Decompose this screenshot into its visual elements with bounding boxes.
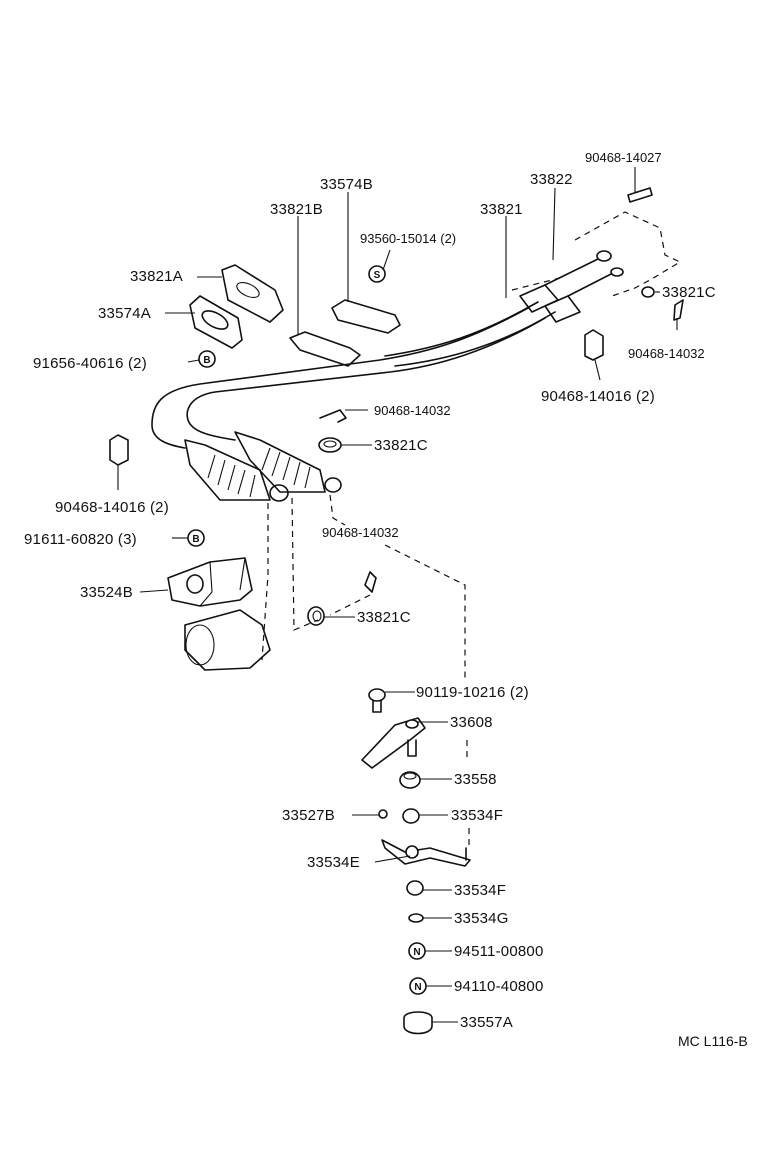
b-symbol-icon-2: B [192, 534, 199, 545]
label-33524b: 33524B [80, 584, 133, 601]
label-93560-15014: 93560-15014 (2) [360, 231, 456, 246]
pin-90468-14032-low [364, 571, 377, 593]
label-33534f-b: 33534F [454, 882, 506, 899]
label-33574a: 33574A [98, 305, 151, 322]
leader-dashed-boot-2 [291, 497, 319, 631]
bushing-33534f-a [402, 808, 420, 824]
nut-94110-40800: N [409, 977, 427, 995]
leader-dashed-upper [574, 211, 682, 297]
washer-33534g [408, 913, 424, 923]
clip-90468-14016-right [584, 329, 604, 361]
lever-33534e [381, 839, 471, 867]
n-symbol-icon-2: N [414, 982, 421, 993]
bushing-33534f-b [406, 880, 424, 896]
plate-33574a [189, 295, 243, 349]
ball-33527b [378, 809, 388, 819]
fastener-91611-60820: B [187, 529, 205, 547]
b-symbol-icon: B [203, 355, 210, 366]
s-symbol-icon: S [374, 270, 381, 281]
lever-33608 [361, 717, 426, 769]
label-90468-14032-right: 90468-14032 [628, 346, 705, 361]
leader-lines [117, 167, 678, 1023]
label-33557a: 33557A [460, 1014, 513, 1031]
transmission-housing [184, 609, 271, 671]
label-33534f-a: 33534F [451, 807, 503, 824]
label-33821c-top: 33821C [662, 284, 716, 301]
cable-assembly-33821 [151, 250, 624, 502]
label-90468-14032-low: 90468-14032 [322, 525, 399, 540]
bushing-33821c-mid [318, 437, 342, 453]
retainer-33821b [289, 331, 361, 367]
label-90468-14027: 90468-14027 [585, 150, 662, 165]
leader-dashed-boot-1 [261, 503, 269, 661]
pin-90468-14032-right [673, 299, 684, 321]
leader-dashed-lever [384, 544, 466, 680]
pin-90468-14027 [627, 187, 653, 203]
cap-33557a [403, 1011, 433, 1035]
label-33821a: 33821A [130, 268, 183, 285]
label-33574b: 33574B [320, 176, 373, 193]
cable-boot-left [184, 439, 289, 502]
bushing-33821c-low [307, 606, 325, 626]
label-33822: 33822 [530, 171, 573, 188]
bolt-90119-10216 [368, 688, 386, 713]
bushing-33821c-top [641, 286, 655, 298]
plate-33821a [221, 264, 284, 323]
bracket-33574b [331, 299, 401, 334]
cable-boot-right [234, 431, 342, 493]
label-33821: 33821 [480, 201, 523, 218]
label-94110-40800: 94110-40800 [454, 978, 544, 995]
clip-90468-14016-left [109, 434, 129, 466]
nut-94511-00800: N [408, 942, 426, 960]
label-90119-10216: 90119-10216 (2) [416, 684, 529, 701]
label-94511-00800: 94511-00800 [454, 943, 544, 960]
label-90468-14016-right: 90468-14016 (2) [541, 388, 655, 405]
label-91656-40616: 91656-40616 (2) [33, 355, 147, 372]
label-91611-60820: 91611-60820 (3) [24, 531, 137, 548]
label-90468-14032-mid: 90468-14032 [374, 403, 451, 418]
label-33608: 33608 [450, 714, 493, 731]
label-33527b: 33527B [282, 807, 335, 824]
bracket-33524b [167, 557, 253, 607]
label-90468-14016-left: 90468-14016 (2) [55, 499, 169, 516]
leader-dashed-pin [329, 594, 371, 616]
leader-dashed-boot-3 [329, 494, 346, 526]
label-33534e: 33534E [307, 854, 360, 871]
part-labels: 90468-14027 33822 33574B 33821B 33821 93… [24, 150, 716, 1031]
label-33821b: 33821B [270, 201, 323, 218]
label-33821c-mid: 33821C [374, 437, 428, 454]
leader-dashed-upper-2 [511, 277, 561, 291]
bushing-33558 [399, 771, 421, 789]
label-33558: 33558 [454, 771, 497, 788]
label-33821c-low: 33821C [357, 609, 411, 626]
diagram-code: MC L116-B [678, 1033, 748, 1049]
label-33534g: 33534G [454, 910, 509, 927]
fastener-91656-40616: B [198, 350, 216, 368]
pin-90468-14032-mid [319, 409, 347, 423]
fastener-93560-15014: S [368, 265, 386, 283]
n-symbol-icon: N [413, 947, 420, 958]
